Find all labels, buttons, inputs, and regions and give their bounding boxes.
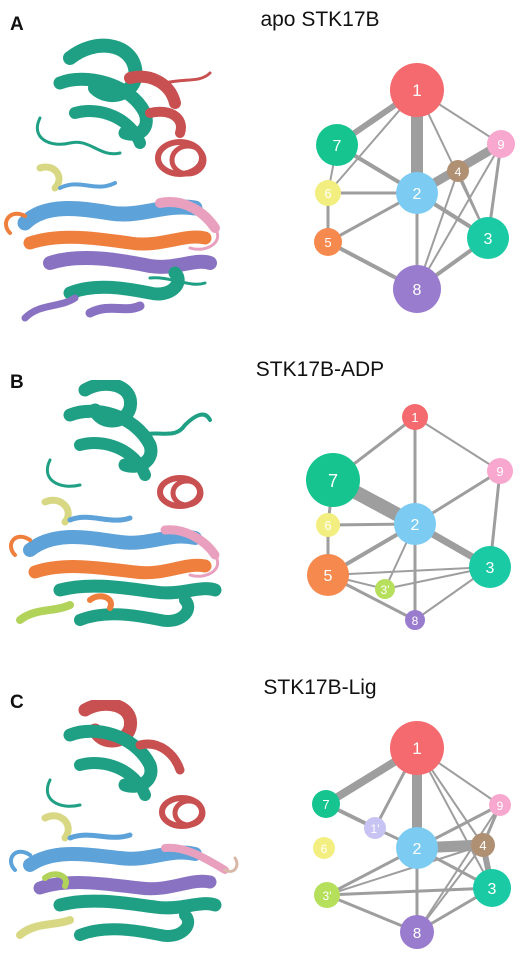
svg-text:1: 1 — [412, 739, 421, 758]
node-8: 8 — [393, 265, 441, 313]
node-2: 2 — [396, 827, 438, 869]
svg-text:8: 8 — [412, 614, 419, 628]
node-3: 3 — [467, 217, 509, 259]
node-4: 4 — [447, 160, 469, 182]
node-1: 1 — [390, 721, 444, 775]
svg-text:7: 7 — [333, 138, 342, 155]
panel-label: A — [10, 14, 24, 35]
svg-text:2: 2 — [413, 186, 422, 203]
svg-text:3: 3 — [484, 231, 493, 248]
node-9: 9 — [487, 130, 515, 158]
svg-text:5: 5 — [324, 568, 333, 585]
panel-label: B — [10, 372, 24, 393]
svg-text:6: 6 — [324, 186, 331, 201]
svg-text:1': 1' — [371, 822, 380, 836]
panel-c: C STK17B-Lig — [0, 642, 526, 956]
svg-text:3: 3 — [486, 560, 495, 577]
svg-text:8: 8 — [413, 282, 422, 299]
panel-b: B STK17B-ADP — [0, 318, 526, 642]
svg-text:3': 3' — [381, 583, 390, 597]
svg-text:1: 1 — [412, 81, 421, 100]
node-3-prime: 3' — [314, 882, 340, 908]
svg-text:3: 3 — [488, 881, 497, 898]
node-1: 1 — [390, 63, 444, 117]
svg-text:2: 2 — [413, 841, 422, 858]
svg-text:4: 4 — [479, 838, 486, 853]
panel-title: STK17B-ADP — [255, 358, 385, 381]
node-2: 2 — [394, 503, 436, 545]
svg-text:5: 5 — [324, 235, 331, 250]
svg-text:9: 9 — [497, 137, 504, 152]
svg-text:4: 4 — [455, 165, 462, 179]
node-7: 7 — [316, 124, 358, 166]
protein-structure-cartoon — [9, 380, 222, 627]
panel-title: apo STK17B — [260, 8, 380, 31]
network-graph: 1 7 9 6 2 5 3' 3 8 — [306, 404, 513, 630]
protein-structure-cartoon — [4, 38, 220, 322]
svg-text:2: 2 — [411, 517, 420, 534]
network-graph: 1 7 9 6 2 4 5 3 8 — [314, 63, 515, 313]
node-6: 6 — [316, 513, 340, 537]
panel-label: C — [10, 692, 24, 713]
network-graph: 1 7 1' 9 6 2 4 3' 3 8 — [312, 721, 511, 949]
node-3: 3 — [469, 546, 511, 588]
node-9: 9 — [489, 794, 511, 816]
node-4: 4 — [471, 833, 495, 857]
node-1-prime: 1' — [364, 817, 386, 839]
node-6: 6 — [315, 180, 341, 206]
svg-text:3': 3' — [323, 889, 332, 903]
svg-text:7: 7 — [328, 471, 338, 491]
protein-structure-cartoon — [9, 700, 239, 942]
node-6: 6 — [313, 837, 335, 859]
node-7: 7 — [312, 790, 340, 818]
svg-text:6: 6 — [324, 518, 331, 533]
svg-text:9: 9 — [496, 464, 503, 479]
panel-title: STK17B-Lig — [263, 676, 377, 699]
node-5: 5 — [314, 228, 342, 256]
node-9: 9 — [487, 458, 513, 484]
node-5: 5 — [307, 554, 349, 596]
node-1: 1 — [402, 404, 428, 430]
node-8: 8 — [400, 915, 434, 949]
node-3-prime: 3' — [375, 579, 395, 599]
svg-text:7: 7 — [322, 797, 329, 812]
node-2: 2 — [396, 172, 438, 214]
panel-a: A apo STK17B — [0, 0, 526, 322]
node-8: 8 — [405, 610, 425, 630]
svg-text:9: 9 — [497, 799, 504, 813]
svg-text:8: 8 — [413, 925, 421, 942]
svg-text:6: 6 — [321, 842, 328, 856]
svg-text:1: 1 — [411, 410, 418, 425]
node-7: 7 — [306, 453, 360, 507]
node-3: 3 — [473, 869, 511, 907]
